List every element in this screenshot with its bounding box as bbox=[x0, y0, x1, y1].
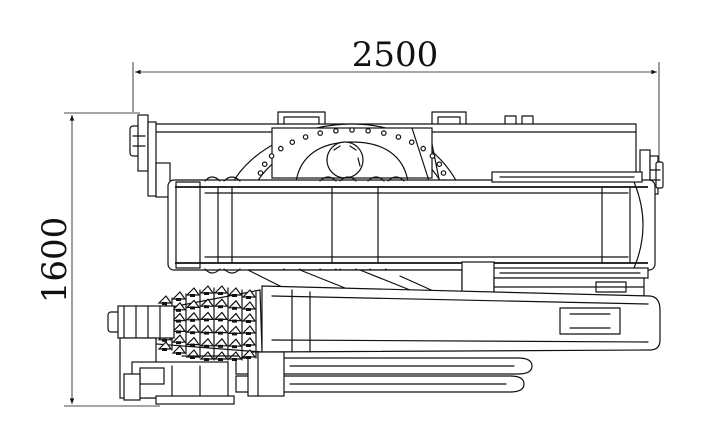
lower-cylinders bbox=[235, 351, 533, 397]
height-dimension: 1600 bbox=[35, 112, 160, 407]
cutter-head-picks bbox=[155, 285, 263, 361]
width-dimension: 2500 bbox=[132, 35, 660, 162]
cutting-arm bbox=[261, 285, 661, 353]
height-dimension-label: 1600 bbox=[35, 217, 75, 304]
slew-gear-housing bbox=[231, 123, 459, 185]
width-dimension-label: 2500 bbox=[352, 35, 439, 75]
bolt-circle bbox=[256, 127, 448, 185]
chain-teeth-top bbox=[204, 171, 643, 183]
cutter-drive-shaft bbox=[107, 305, 239, 405]
left-end-coupling bbox=[129, 114, 171, 198]
main-girder bbox=[167, 179, 656, 271]
